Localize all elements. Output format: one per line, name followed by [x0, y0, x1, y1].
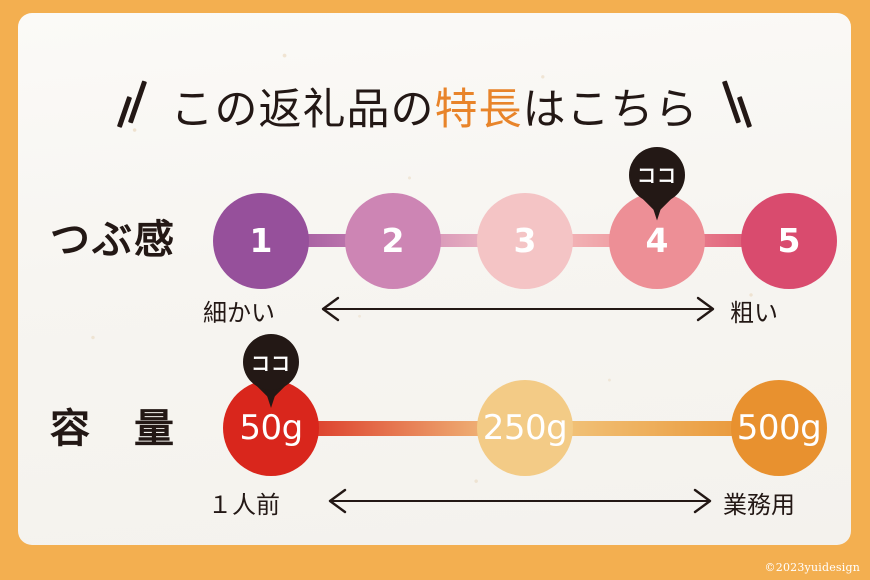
caption-left-texture: 細かい [203, 299, 275, 327]
range-arrow-texture [318, 296, 718, 322]
scale-node-texture-5[interactable]: 5 [741, 192, 837, 289]
scale-row-volume: 容 量 50g 250g 500g ココ [18, 334, 851, 478]
range-arrow-volume [325, 488, 715, 514]
scale-node-texture-1[interactable]: 1 [213, 192, 309, 289]
scale-track-volume: 50g 250g 500g ココ [213, 334, 827, 478]
scale-connector-volume-1 [271, 420, 525, 436]
title-row: この返礼品の特長はこちら [18, 71, 851, 141]
pin-label: ココ [250, 352, 291, 375]
row-label-texture: つぶ感 [50, 217, 176, 263]
scale-node-volume-500g[interactable]: 500g [731, 380, 827, 476]
pin-body [243, 334, 299, 390]
right-slashes-decoration [699, 74, 752, 138]
scale-node-volume-250g[interactable]: 250g [477, 380, 573, 476]
pin-body [629, 146, 685, 203]
caption-right-volume: 業務用 [723, 491, 795, 519]
scale-node-texture-3[interactable]: 3 [477, 192, 573, 289]
double-arrow-texture [321, 296, 715, 322]
caption-row-volume: １人前 業務用 [18, 483, 851, 523]
title-before: この返礼品の [170, 85, 435, 135]
double-arrow-volume [328, 488, 712, 514]
pin-label: ココ [636, 165, 677, 187]
title-highlight: 特長 [434, 85, 523, 135]
title-after: はこちら [522, 85, 699, 135]
scale-connector-volume-2 [525, 420, 779, 436]
page-title: この返礼品の特長はこちら [171, 75, 699, 137]
caption-row-texture: 細かい 粗い [18, 291, 851, 331]
caption-left-volume: １人前 [208, 491, 280, 519]
left-slashes-decoration [116, 74, 171, 138]
scale-node-texture-2[interactable]: 2 [345, 192, 441, 289]
caption-right-texture: 粗い [730, 299, 778, 327]
scale-node-volume-50g[interactable]: 50g [223, 380, 319, 476]
copyright-notice: ©2023yuidesign [764, 561, 860, 574]
here-marker-pin-volume: ココ [243, 334, 299, 408]
scale-node-texture-4[interactable]: 4 [609, 192, 705, 289]
here-marker-pin-texture: ココ [629, 146, 685, 221]
row-label-volume: 容 量 [50, 406, 176, 452]
